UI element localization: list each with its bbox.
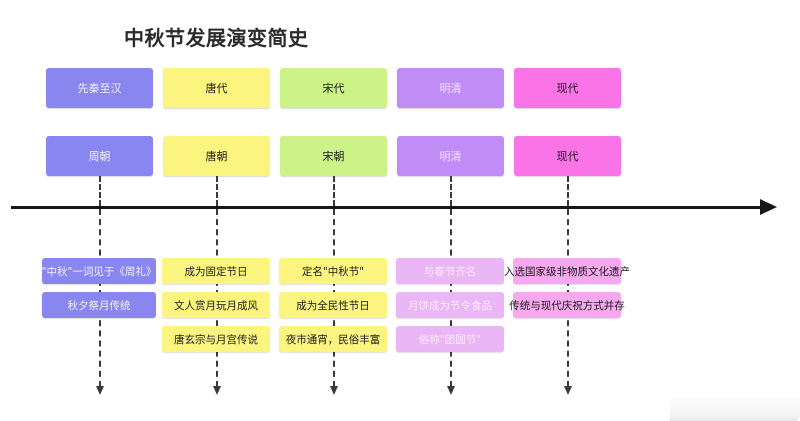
item-box[interactable]: 成为全民性节日 <box>279 292 387 318</box>
timeline-axis-arrow-icon <box>760 199 777 215</box>
dynasty-label: 周朝 <box>88 150 111 163</box>
item-box[interactable]: 秋夕祭月传统 <box>42 292 156 318</box>
item-box[interactable]: 与春节齐名 <box>396 258 504 284</box>
connector-upper-tang <box>216 176 218 206</box>
item-label: 秋夕祭月传统 <box>67 299 131 312</box>
dynasty-box-modern[interactable]: 现代 <box>514 136 621 176</box>
dynasty-label: 唐朝 <box>205 150 228 163</box>
connector-upper-song <box>333 176 335 206</box>
item-box[interactable]: 唐玄宗与月宫传说 <box>162 326 270 352</box>
item-label: 成为固定节日 <box>184 265 248 278</box>
dynasty-box-ming-qing[interactable]: 明清 <box>397 136 504 176</box>
era-label: 明清 <box>439 82 462 95</box>
item-label: 成为全民性节日 <box>296 299 370 312</box>
dynasty-box-song[interactable]: 宋朝 <box>280 136 387 176</box>
item-box[interactable]: 俗称"团圆节" <box>396 326 504 352</box>
connector-arrow-icon-ming-qing <box>446 386 455 395</box>
timeline-axis-line <box>11 206 767 209</box>
item-label: 文人赏月玩月成风 <box>174 299 258 312</box>
item-box[interactable]: 文人赏月玩月成风 <box>162 292 270 318</box>
era-box-pre-qin-han[interactable]: 先秦至汉 <box>46 68 153 108</box>
era-label: 先秦至汉 <box>77 82 122 95</box>
connector-upper-pre-qin-han <box>99 176 101 206</box>
era-box-ming-qing[interactable]: 明清 <box>397 68 504 108</box>
era-box-song[interactable]: 宋代 <box>280 68 387 108</box>
item-box[interactable]: 传统与现代庆祝方式并存 <box>509 292 625 318</box>
item-label: 与春节齐名 <box>423 265 477 278</box>
dynasty-label: 明清 <box>439 150 462 163</box>
connector-arrow-icon-modern <box>563 386 572 395</box>
connector-arrow-icon-pre-qin-han <box>95 386 104 395</box>
corner-shadow <box>670 395 800 421</box>
item-box[interactable]: "中秋"一词见于《周礼》 <box>42 258 156 284</box>
connector-upper-modern <box>567 176 569 206</box>
dynasty-box-pre-qin-han[interactable]: 周朝 <box>46 136 153 176</box>
item-label: 入选国家级非物质文化遗产 <box>504 265 630 278</box>
item-label: 夜市通宵，民俗丰富 <box>285 333 381 346</box>
item-box[interactable]: 夜市通宵，民俗丰富 <box>279 326 387 352</box>
dynasty-label: 现代 <box>556 150 579 163</box>
dynasty-label: 宋朝 <box>322 150 345 163</box>
item-box[interactable]: 定名"中秋节" <box>279 258 387 284</box>
item-box[interactable]: 月饼成为节令食品 <box>396 292 504 318</box>
era-label: 现代 <box>556 82 579 95</box>
connector-arrow-icon-tang <box>212 386 221 395</box>
era-box-modern[interactable]: 现代 <box>514 68 621 108</box>
dynasty-box-tang[interactable]: 唐朝 <box>163 136 270 176</box>
item-label: "中秋"一词见于《周礼》 <box>41 265 157 278</box>
era-box-tang[interactable]: 唐代 <box>163 68 270 108</box>
item-label: 俗称"团圆节" <box>418 333 482 346</box>
era-label: 宋代 <box>322 82 345 95</box>
item-box[interactable]: 成为固定节日 <box>162 258 270 284</box>
era-label: 唐代 <box>205 82 228 95</box>
item-label: 月饼成为节令食品 <box>408 299 492 312</box>
page-title: 中秋节发展演变简史 <box>124 26 309 50</box>
item-label: 定名"中秋节" <box>301 265 365 278</box>
item-box[interactable]: 入选国家级非物质文化遗产 <box>504 258 630 284</box>
connector-arrow-icon-song <box>329 386 338 395</box>
connector-upper-ming-qing <box>450 176 452 206</box>
item-label: 唐玄宗与月宫传说 <box>174 333 258 346</box>
item-label: 传统与现代庆祝方式并存 <box>509 299 625 312</box>
